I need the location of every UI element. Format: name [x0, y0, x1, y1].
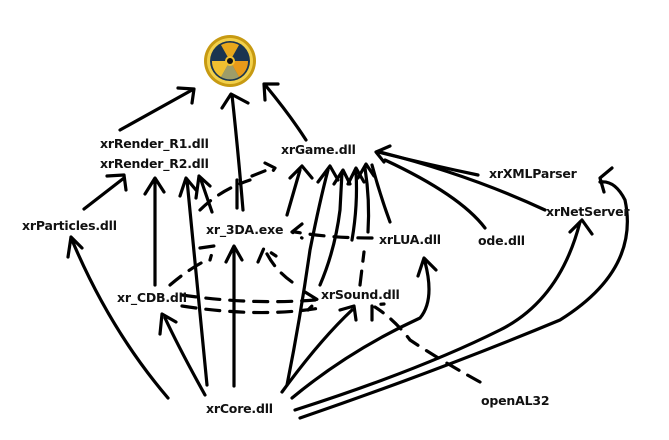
dashed-cdb-to-sound-2 — [180, 304, 322, 315]
arrow-core-to-xmlparser — [298, 166, 629, 420]
radiation-symbol-icon — [204, 35, 256, 87]
node-xrrender-r1: xrRender_R1.dll — [100, 136, 209, 151]
arrow-core-to-sound — [280, 304, 358, 394]
dashed-core-to-3da-2 — [256, 246, 294, 284]
arrow-core-to-cdb — [158, 312, 207, 397]
dashed-lua-to-3da — [290, 222, 374, 240]
arrow-lua-to-game-1 — [346, 166, 366, 242]
node-xrparticles: xrParticles.dll — [22, 218, 117, 233]
arrow-xmlparser-to-game — [374, 144, 480, 177]
dashed-cdb-to-3da — [168, 244, 216, 287]
dashed-sound-to-lua — [358, 250, 366, 287]
arrow-3da-to-render — [194, 174, 214, 214]
arrow-netserver-to-game — [378, 150, 547, 212]
dashed-cdb-to-sound — [180, 290, 320, 312]
arrow-sound-to-game-1 — [285, 164, 314, 217]
arrow-render-to-logo — [118, 86, 196, 132]
arrow-core-to-particles — [66, 235, 170, 400]
node-xr-cdb: xr_CDB.dll — [117, 290, 187, 305]
node-xrlua: xrLUA.dll — [379, 232, 441, 247]
arrow-sound-to-game-2 — [318, 168, 352, 287]
dashed-openal-to-sound — [370, 302, 482, 384]
arrow-core-to-game — [285, 164, 340, 387]
arrow-core-to-render — [178, 176, 209, 387]
arrow-core-to-3da — [224, 244, 244, 388]
node-xrsound: xrSound.dll — [321, 287, 400, 302]
arrow-3da-to-logo — [220, 92, 250, 212]
node-openal32: openAL32 — [481, 393, 550, 408]
dashed-3da-to-game — [198, 161, 277, 212]
arrow-cdb-to-render — [143, 176, 166, 287]
node-xrxmlparser: xrXMLParser — [489, 166, 577, 181]
node-xrrender-r2: xrRender_R2.dll — [100, 156, 209, 171]
node-xr-3da: xr_3DA.exe — [206, 222, 284, 237]
arrow-ode-to-game — [383, 158, 487, 230]
arrow-particles-to-render — [82, 173, 128, 211]
arrow-core-to-netserver — [293, 218, 594, 412]
arrow-lua-to-game-3 — [370, 163, 392, 224]
node-ode: ode.dll — [478, 233, 525, 248]
node-xrcore: xrCore.dll — [206, 401, 273, 416]
arrow-game-to-logo — [262, 82, 308, 142]
arrow-core-to-sound-2 — [290, 256, 438, 400]
node-xrnetserver: xrNetServer — [546, 204, 630, 219]
node-xrgame: xrGame.dll — [281, 142, 356, 157]
arrow-lua-to-game-2 — [356, 162, 376, 234]
